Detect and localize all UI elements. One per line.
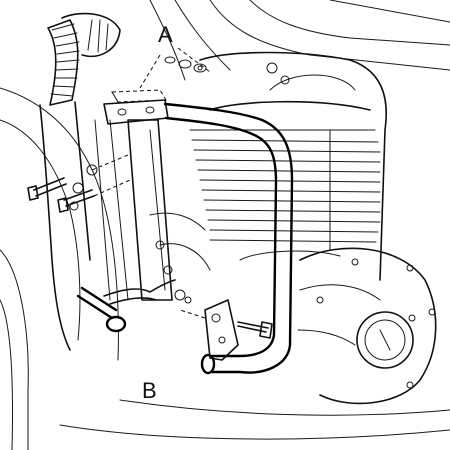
inner-bracket <box>127 119 211 304</box>
clutch-cover <box>297 247 437 405</box>
callout-label-a: A <box>158 22 173 47</box>
lower-mounting-plate <box>179 299 273 361</box>
engine-cylinder <box>189 51 387 281</box>
left-bolts <box>27 154 131 213</box>
frame-down-tubes <box>39 101 129 351</box>
mounting-hardware-a <box>139 47 211 89</box>
callout-label-b: B <box>142 378 157 403</box>
intake-hose <box>47 12 121 106</box>
upper-clamp-bracket <box>103 89 169 125</box>
lower-left-bar <box>76 279 176 333</box>
crash-bar <box>163 102 294 375</box>
